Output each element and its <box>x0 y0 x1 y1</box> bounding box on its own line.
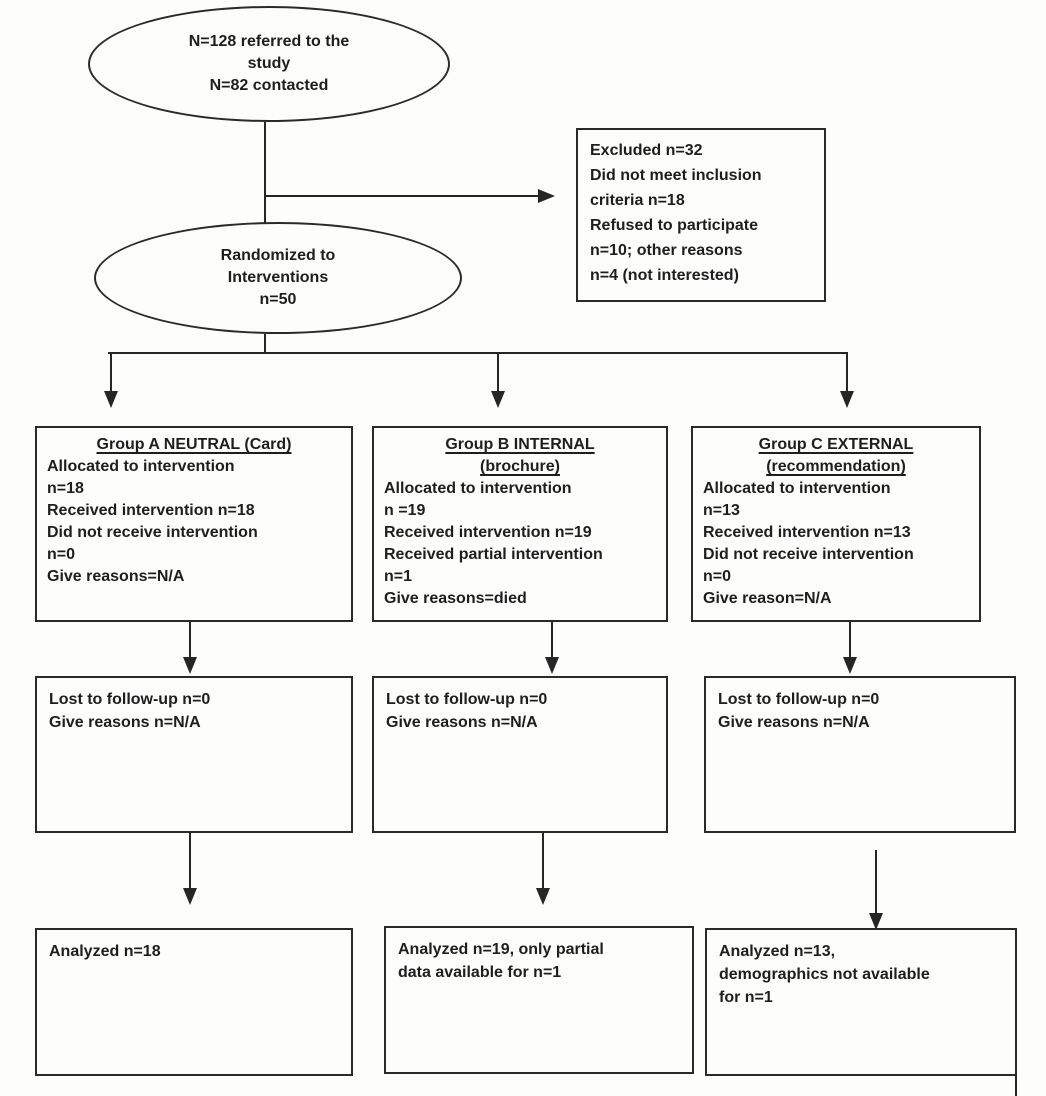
group-a-followup-box: Lost to follow-up n=0 Give reasons n=N/A <box>35 676 353 833</box>
arrow-line-b-to-followup <box>551 622 553 658</box>
arrow-line-c-to-analyzed <box>875 850 877 914</box>
group-c-box-edge-tail <box>1015 1074 1017 1096</box>
randomized-ellipse: Randomized to Interventions n=50 <box>94 222 462 334</box>
group-b-allocation-box: Group B INTERNAL (brochure) Allocated to… <box>372 426 668 622</box>
arrow-line-c-to-followup <box>849 622 851 658</box>
arrowhead-to-group-c <box>840 391 854 408</box>
arrowhead-to-group-b <box>491 391 505 408</box>
group-c-allocation-box: Group C EXTERNAL (recommendation) Alloca… <box>691 426 981 622</box>
arrowhead-b-to-analyzed <box>536 888 550 905</box>
connector-referred-to-randomized <box>264 122 266 223</box>
connector-to-excluded <box>266 195 538 197</box>
group-c-title: Group C EXTERNAL (recommendation) <box>758 436 914 475</box>
excluded-box: Excluded n=32 Did not meet inclusion cri… <box>576 128 826 302</box>
arrowhead-c-to-analyzed <box>869 913 883 930</box>
group-a-analyzed-box: Analyzed n=18 <box>35 928 353 1076</box>
arrow-line-to-group-c <box>846 352 848 392</box>
group-c-followup-box: Lost to follow-up n=0 Give reasons n=N/A <box>704 676 1016 833</box>
branch-line <box>108 352 848 354</box>
group-c-allocation-text: Allocated to intervention n=13 Received … <box>703 480 914 607</box>
arrowhead-a-to-analyzed <box>183 888 197 905</box>
referred-ellipse: N=128 referred to the study N=82 contact… <box>88 6 450 122</box>
arrowhead-c-to-followup <box>843 657 857 674</box>
group-b-analyzed-box: Analyzed n=19, only partial data availab… <box>384 926 694 1074</box>
group-b-title: Group B INTERNAL (brochure) <box>445 436 595 475</box>
group-a-allocation-box: Group A NEUTRAL (Card) Allocated to inte… <box>35 426 353 622</box>
group-c-analyzed-box: Analyzed n=13, demographics not availabl… <box>705 928 1017 1076</box>
group-a-title: Group A NEUTRAL (Card) <box>96 436 292 453</box>
group-b-allocation-text: Allocated to intervention n =19 Received… <box>384 480 603 607</box>
arrowhead-a-to-followup <box>183 657 197 674</box>
arrow-line-a-to-followup <box>189 622 191 658</box>
arrowhead-to-excluded <box>538 189 555 203</box>
connector-randomized-to-branch <box>264 334 266 353</box>
arrow-line-to-group-a <box>110 352 112 392</box>
arrowhead-b-to-followup <box>545 657 559 674</box>
group-b-followup-box: Lost to follow-up n=0 Give reasons n=N/A <box>372 676 668 833</box>
arrow-line-to-group-b <box>497 352 499 392</box>
group-a-allocation-text: Allocated to intervention n=18 Received … <box>47 458 258 585</box>
arrow-line-a-to-analyzed <box>189 833 191 889</box>
arrowhead-to-group-a <box>104 391 118 408</box>
arrow-line-b-to-analyzed <box>542 833 544 889</box>
